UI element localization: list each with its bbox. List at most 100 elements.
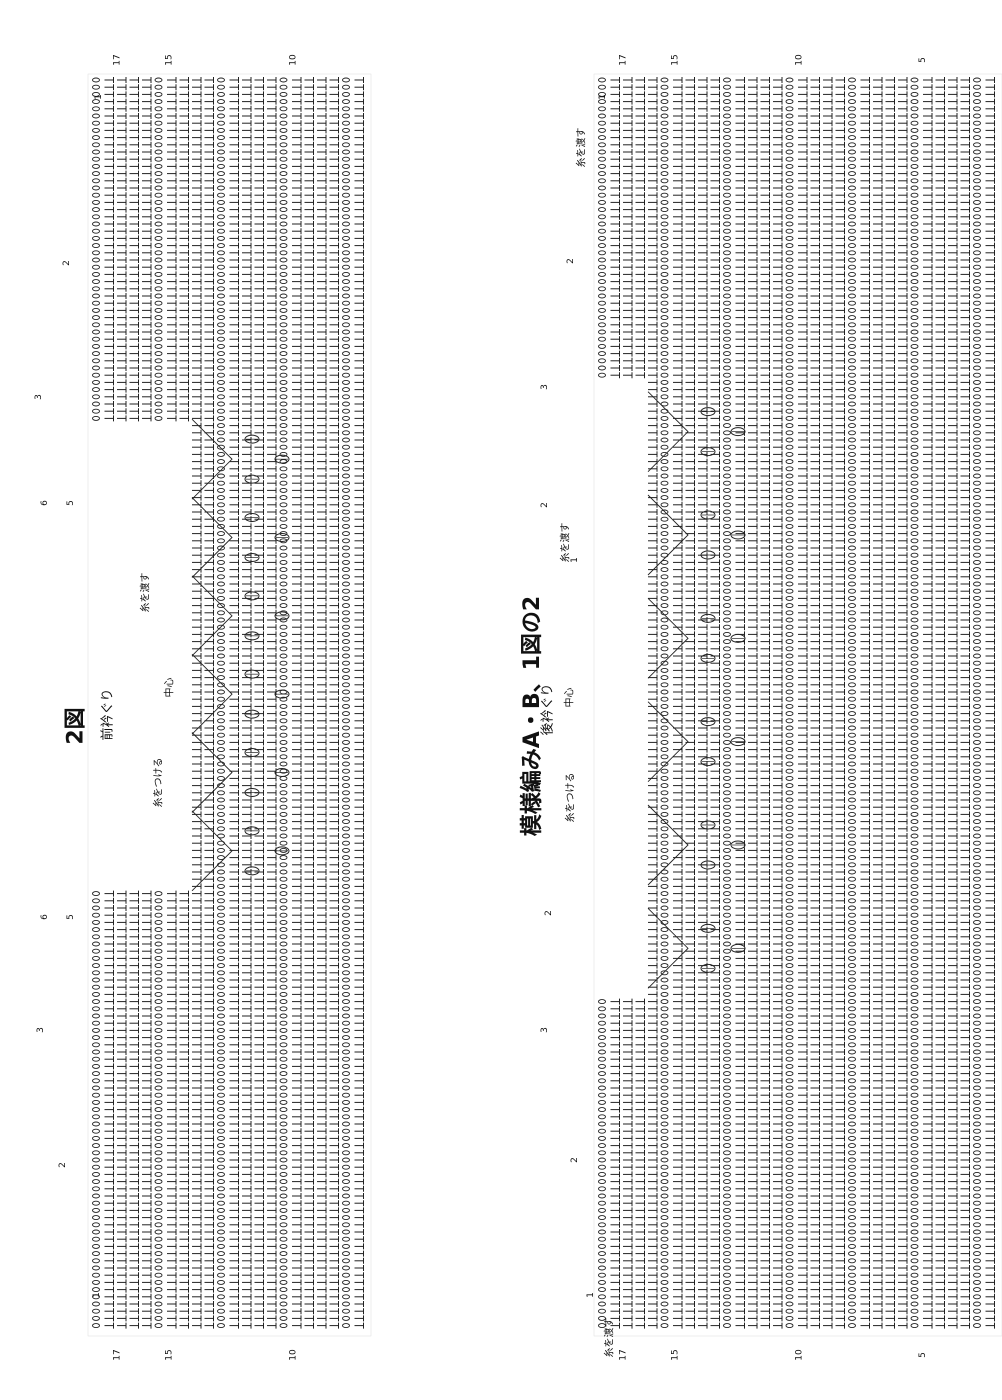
chain-stitch: [217, 617, 225, 623]
chain-stitch: [217, 732, 225, 738]
chain-stitch: [279, 1121, 288, 1127]
chain-stitch: [279, 999, 288, 1005]
chain-stitch: [217, 531, 225, 537]
chain-stitch: [217, 689, 225, 695]
chain-stitch: [217, 1135, 225, 1141]
chain-stitch: [92, 991, 100, 997]
chain-stitch: [279, 1287, 288, 1293]
chain-stitch: [279, 1143, 288, 1149]
chain-stitch: [279, 682, 288, 688]
chain-stitch: [92, 1200, 100, 1206]
chain-stitch: [279, 315, 288, 321]
chain-stitch: [279, 192, 288, 198]
chain-stitch: [279, 1027, 288, 1033]
chain-stitch: [154, 1078, 163, 1084]
chain-stitch: [154, 142, 163, 148]
chain-stitch: [154, 1107, 163, 1113]
chain-stitch: [217, 156, 225, 162]
chain-stitch: [279, 1085, 288, 1091]
chain-stitch: [279, 754, 288, 760]
chain-stitch: [92, 91, 100, 97]
chain-stitch: [217, 509, 225, 515]
chain-stitch: [92, 106, 100, 112]
chain-stitch: [279, 1006, 288, 1012]
chain-stitch: [154, 351, 163, 357]
chain-stitch: [92, 1315, 100, 1321]
chain-stitch: [279, 775, 288, 781]
chain-stitch: [154, 1258, 163, 1264]
chain-stitch: [154, 250, 163, 256]
chain-stitch: [279, 941, 288, 947]
chain-stitch: [279, 1315, 288, 1321]
chain-stitch: [279, 286, 288, 292]
chain-stitch: [154, 271, 163, 277]
chain-stitch: [279, 358, 288, 364]
chain-stitch: [92, 221, 100, 227]
chain-stitch: [217, 423, 225, 429]
chain-stitch: [217, 1207, 225, 1213]
chain-stitch: [154, 1085, 163, 1091]
chain-stitch: [279, 1056, 288, 1062]
chain-stitch: [92, 415, 100, 421]
chain-stitch: [154, 919, 163, 925]
chain-stitch: [154, 127, 163, 133]
chain-stitch: [154, 1279, 163, 1285]
chain-stitch: [217, 106, 225, 112]
chain-stitch: [279, 415, 288, 421]
chain-stitch: [154, 1099, 163, 1105]
chain-stitch: [92, 1114, 100, 1120]
chain-stitch: [154, 1092, 163, 1098]
chain-stitch: [217, 1020, 225, 1026]
chain-stitch: [154, 1179, 163, 1185]
chain-stitch: [217, 869, 225, 875]
chain-stitch: [154, 243, 163, 249]
chain-stitch: [217, 163, 225, 169]
chain-stitch: [92, 1078, 100, 1084]
chain-stitch: [92, 351, 100, 357]
chain-stitch: [279, 653, 288, 659]
chain-stitch: [217, 1258, 225, 1264]
chain-stitch: [217, 1315, 225, 1321]
chain-stitch: [92, 387, 100, 393]
chain-stitch: [92, 927, 100, 933]
chain-stitch: [279, 250, 288, 256]
chain-stitch: [279, 797, 288, 803]
chain-stitch: [217, 127, 225, 133]
chain-stitch: [92, 178, 100, 184]
chain-stitch: [92, 300, 100, 306]
chain-stitch: [217, 1171, 225, 1177]
chain-stitch: [92, 379, 100, 385]
chain-stitch: [92, 1006, 100, 1012]
chain-stitch: [154, 214, 163, 220]
chain-stitch: [154, 178, 163, 184]
chain-stitch: [217, 171, 225, 177]
chain-stitch: [217, 624, 225, 630]
chain-stitch: [279, 1207, 288, 1213]
chain-stitch: [92, 336, 100, 342]
chain-stitch: [279, 1294, 288, 1300]
chain-stitch: [154, 1020, 163, 1026]
chain-stitch: [92, 1042, 100, 1048]
chain-stitch: [92, 77, 100, 83]
chain-stitch: [279, 509, 288, 515]
chain-stitch: [279, 408, 288, 414]
chain-stitch: [279, 99, 288, 105]
chain-stitch: [217, 718, 225, 724]
chain-stitch: [154, 1128, 163, 1134]
stitch-rows: [92, 77, 364, 1329]
chain-stitch: [217, 228, 225, 234]
chain-stitch: [279, 1215, 288, 1221]
chain-stitch: [217, 221, 225, 227]
chain-stitch: [279, 1128, 288, 1134]
chain-stitch: [279, 149, 288, 155]
chain-stitch: [217, 264, 225, 270]
chain-stitch: [279, 243, 288, 249]
chain-stitch: [217, 559, 225, 565]
chain-stitch: [154, 1243, 163, 1249]
chain-stitch: [279, 739, 288, 745]
chain-stitch: [154, 891, 163, 897]
chain-stitch: [92, 1265, 100, 1271]
diagram-2-stitch-grid: [87, 73, 372, 1337]
chain-stitch: [92, 322, 100, 328]
chain-stitch: [279, 1301, 288, 1307]
